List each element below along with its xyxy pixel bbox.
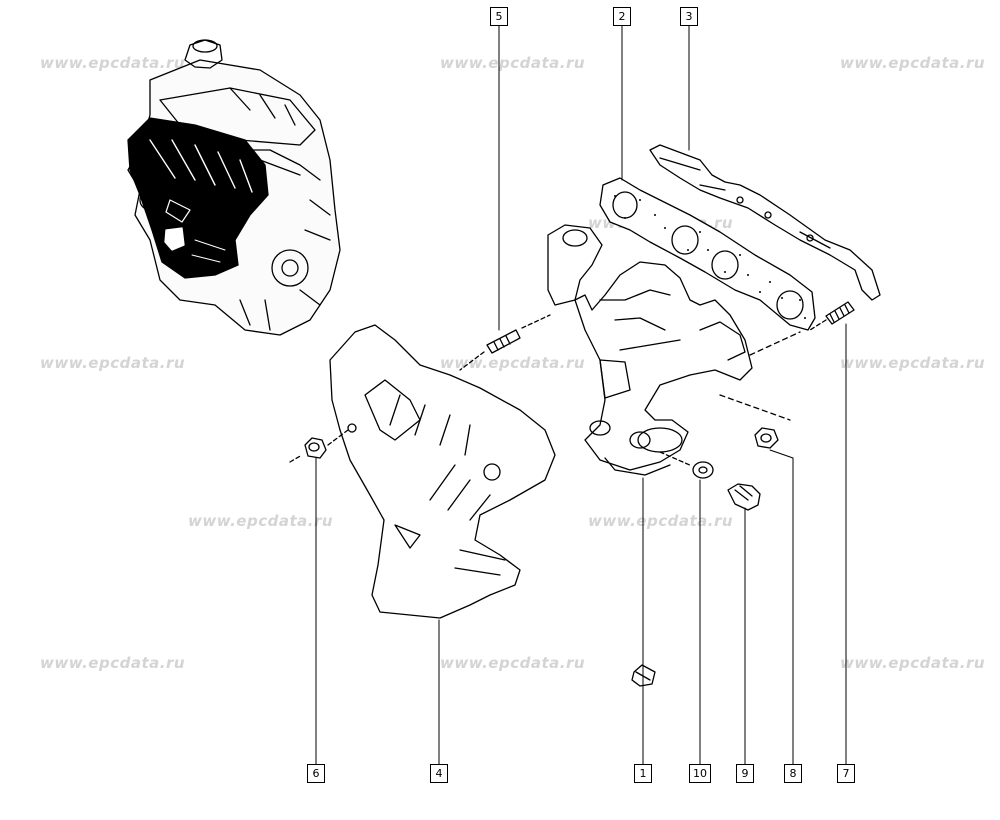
engine-overview-image	[127, 39, 341, 336]
callout-7: 7	[837, 764, 855, 783]
nut-part-8	[719, 331, 801, 449]
watermark: www.epcdata.ru	[440, 654, 586, 672]
watermark: www.epcdata.ru	[440, 54, 586, 72]
callout-1: 1	[634, 764, 652, 783]
callout-8: 8	[784, 764, 802, 783]
watermark: www.epcdata.ru	[840, 654, 986, 672]
callout-6: 6	[307, 764, 325, 783]
stud-part-5	[459, 314, 551, 371]
callout-4: 4	[430, 764, 448, 783]
heat-shield-part-4	[329, 324, 556, 619]
callout-2: 2	[613, 7, 631, 26]
watermark: www.epcdata.ru	[840, 54, 986, 72]
exhaust-manifold-part-1	[547, 224, 753, 476]
callout-3: 3	[680, 7, 698, 26]
gasket-outer-part-3	[649, 144, 881, 301]
leader-lines	[315, 24, 847, 766]
watermark: www.epcdata.ru	[840, 354, 986, 372]
watermark: www.epcdata.ru	[40, 354, 186, 372]
watermark: www.epcdata.ru	[40, 654, 186, 672]
nut-part-6	[289, 429, 349, 463]
watermark: www.epcdata.ru	[40, 54, 186, 72]
gasket-inner-part-2	[599, 177, 816, 331]
stud-part-7	[809, 301, 855, 331]
callout-10: 10	[689, 764, 711, 783]
watermark: www.epcdata.ru	[588, 512, 734, 530]
bolt-part-9	[727, 483, 761, 511]
watermark: www.epcdata.ru	[188, 512, 334, 530]
washer-part-10	[659, 451, 714, 479]
callout-9: 9	[736, 764, 754, 783]
callout-5: 5	[490, 7, 508, 26]
